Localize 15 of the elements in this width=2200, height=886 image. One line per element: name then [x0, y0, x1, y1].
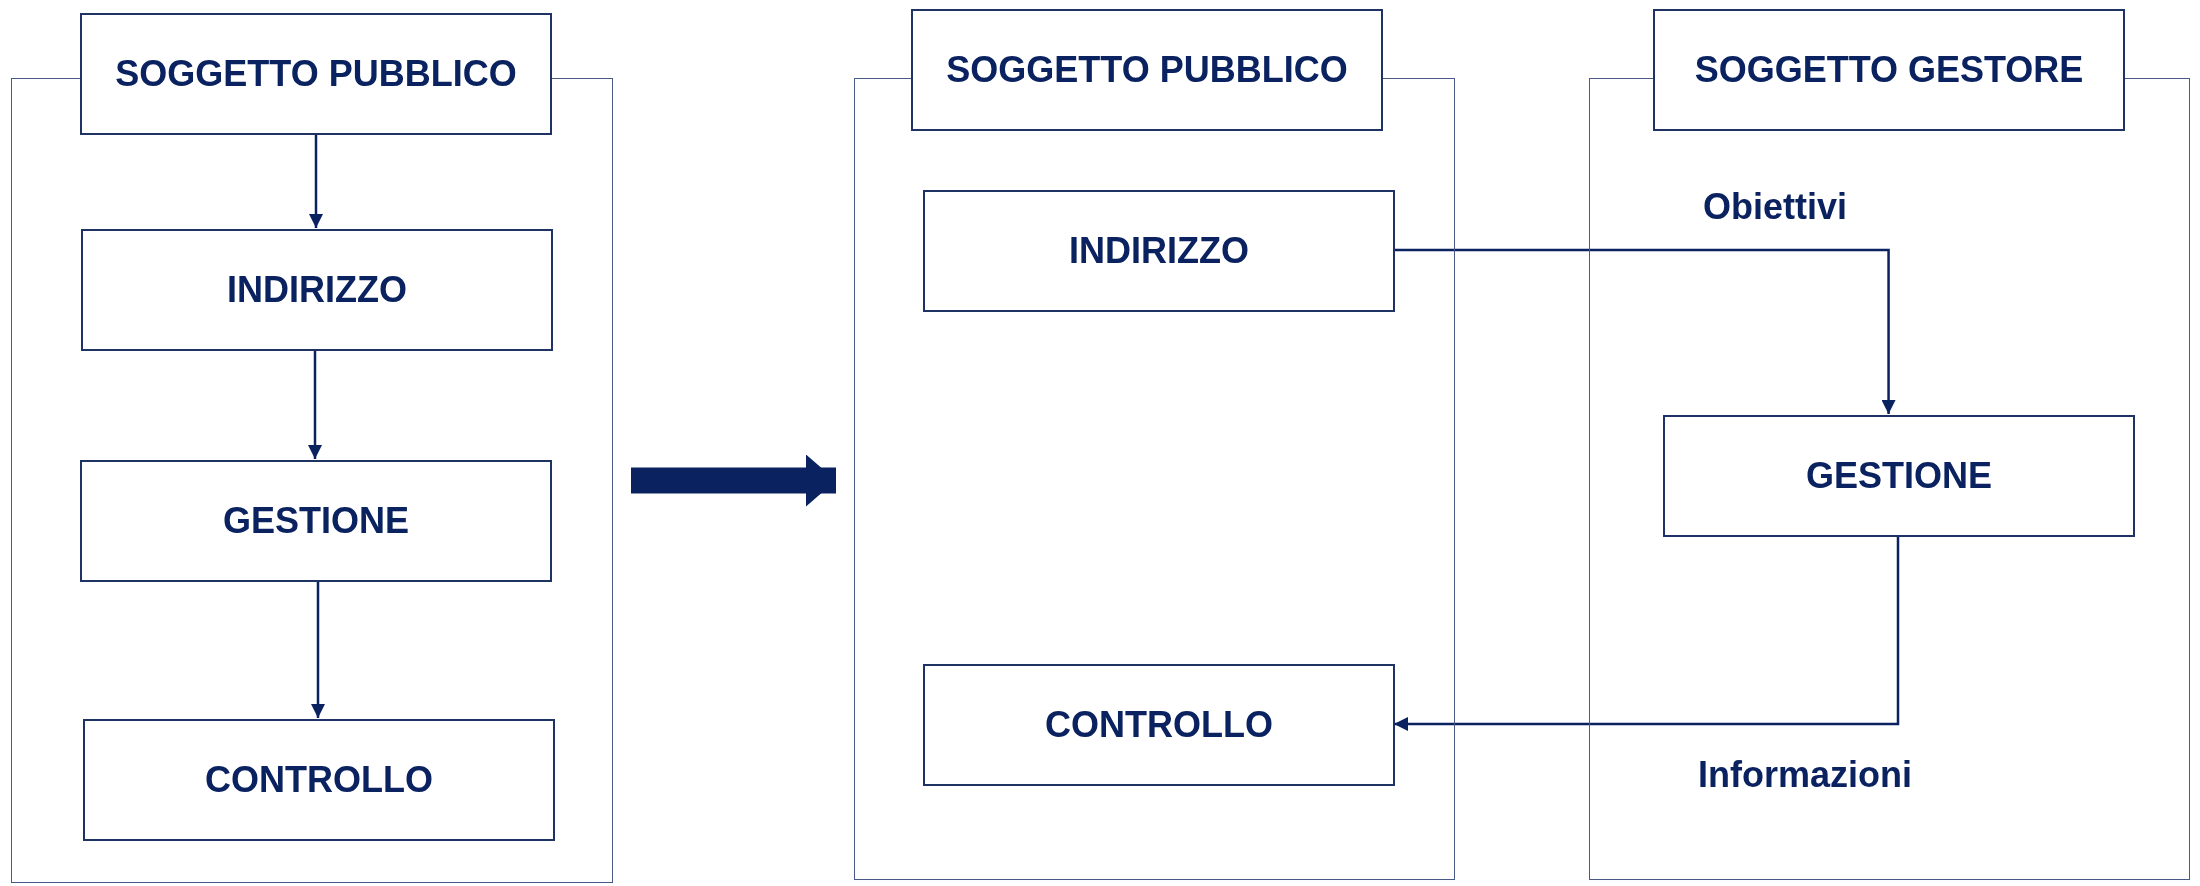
header-box: SOGGETTO PUBBLICO: [911, 9, 1383, 131]
arrow: [311, 581, 325, 718]
process-box: GESTIONE: [1663, 415, 2135, 537]
process-box: CONTROLLO: [83, 719, 555, 841]
arrow: [1394, 536, 1900, 731]
header-box: SOGGETTO PUBBLICO: [80, 13, 552, 135]
process-box: INDIRIZZO: [923, 190, 1395, 312]
process-box: CONTROLLO: [923, 664, 1395, 786]
header-box: SOGGETTO GESTORE: [1653, 9, 2125, 131]
process-box: INDIRIZZO: [81, 229, 553, 351]
arrow: [308, 350, 322, 459]
process-box: GESTIONE: [80, 460, 552, 582]
arrow: [309, 135, 323, 228]
arrow: [1394, 248, 1896, 414]
block-arrow: [631, 454, 836, 507]
